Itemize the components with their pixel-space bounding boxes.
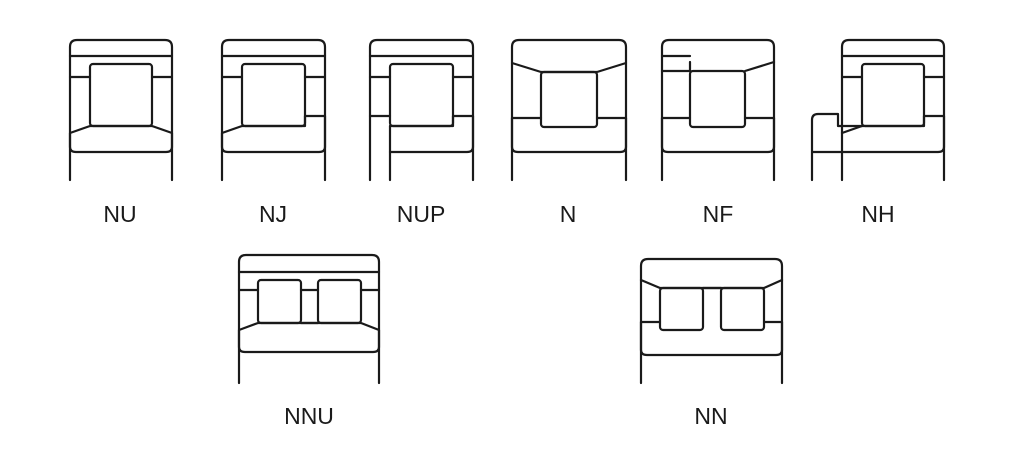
inner-ring-nup xyxy=(388,114,475,154)
inner-ring-n xyxy=(510,116,628,154)
outer-ring-nup xyxy=(368,38,475,182)
inner-ring-nn xyxy=(639,320,784,357)
bearing-nj xyxy=(220,38,327,182)
roller-nu xyxy=(88,62,154,128)
bearing-nu xyxy=(68,38,174,182)
bearing-nn xyxy=(639,257,784,385)
inner-ring-nj xyxy=(220,114,327,154)
outer-ring-n xyxy=(510,38,628,182)
label-nn: NN xyxy=(694,403,727,429)
angle-ring-nh xyxy=(810,112,864,182)
roller-nh xyxy=(860,62,926,128)
label-n: N xyxy=(560,201,577,227)
roller-right-nn xyxy=(719,286,766,332)
outer-ring-nn xyxy=(639,257,784,385)
bearing-nup xyxy=(368,38,475,182)
outer-ring-nnu xyxy=(237,253,381,385)
inner-ring-nh xyxy=(840,114,946,154)
outer-ring-nh xyxy=(840,38,946,182)
outer-raceway-n xyxy=(510,61,628,74)
roller-nf xyxy=(688,69,747,129)
bearing-n xyxy=(510,38,628,182)
inner-ring-nf xyxy=(660,116,776,154)
outer-ring-nf xyxy=(660,38,776,182)
label-nup: NUP xyxy=(397,201,446,227)
outer-ring-nu xyxy=(68,38,174,182)
roller-nj xyxy=(240,62,307,128)
roller-right-nnu xyxy=(316,278,363,325)
bearing-nnu xyxy=(237,253,381,385)
outer-raceway-nf xyxy=(660,60,776,73)
inner-ring-nu xyxy=(68,124,174,154)
outer-raceway-nn xyxy=(639,278,784,290)
roller-left-nn xyxy=(658,286,705,332)
roller-n xyxy=(539,70,599,129)
label-nu: NU xyxy=(103,201,136,227)
label-nh: NH xyxy=(861,201,894,227)
inner-ring-nnu xyxy=(237,321,381,354)
outer-ring-nj xyxy=(220,38,327,182)
label-nf: NF xyxy=(703,201,734,227)
roller-left-nnu xyxy=(256,278,303,325)
roller-nup xyxy=(388,62,455,128)
bearing-nh xyxy=(810,38,946,182)
bearing-nf xyxy=(660,38,776,182)
label-nj: NJ xyxy=(259,201,287,227)
label-nnu: NNU xyxy=(284,403,334,429)
